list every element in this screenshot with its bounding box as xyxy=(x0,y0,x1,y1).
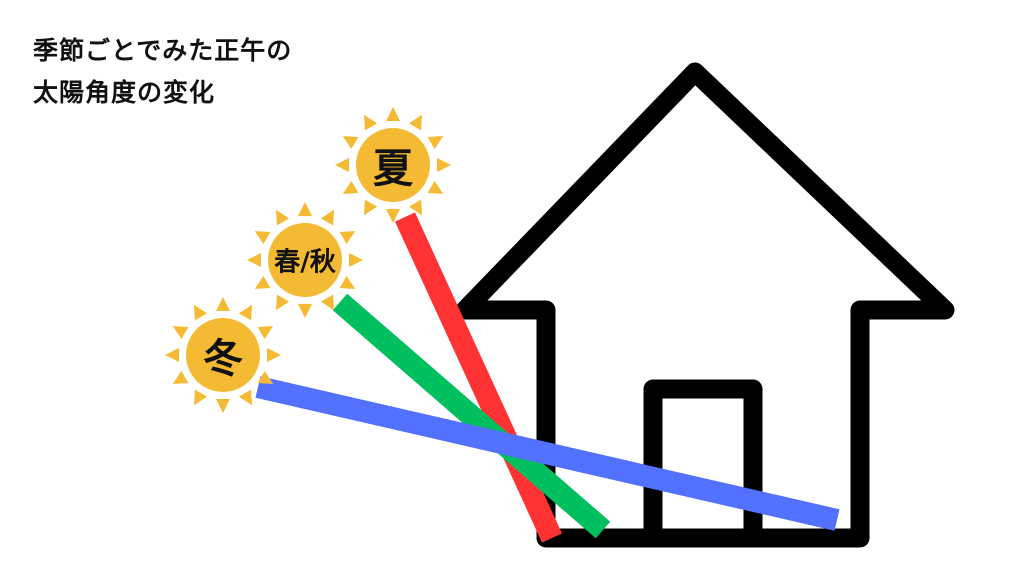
sun-icon-summer xyxy=(335,107,451,223)
sun-rays xyxy=(255,212,840,543)
sun-ray-triangle xyxy=(320,209,334,226)
sun-disc xyxy=(186,318,260,392)
sun-ray-triangle xyxy=(386,209,400,223)
sun-ray-triangle xyxy=(339,275,356,289)
sun-ray-triangle xyxy=(298,304,312,318)
sun-ray-triangle xyxy=(194,389,208,406)
sun-ray-triangle xyxy=(364,114,378,131)
sun-ray-triangle xyxy=(427,180,444,194)
sun-ray-triangle xyxy=(172,326,189,340)
sun-ray-triangle xyxy=(238,389,252,406)
sun-ray-triangle xyxy=(238,304,252,321)
sun-ray-triangle xyxy=(349,253,363,267)
suns-group xyxy=(165,107,451,413)
sun-ray-triangle xyxy=(427,136,444,150)
sun-ray-triangle xyxy=(257,370,274,384)
sun-ray-triangle xyxy=(216,297,230,311)
sun-ray-triangle xyxy=(386,107,400,121)
sun-ray-triangle xyxy=(216,399,230,413)
diagram-title: 季節ごとでみた正午の 太陽角度の変化 xyxy=(33,30,292,114)
sun-ray-triangle xyxy=(267,348,281,362)
sun-ray-triangle xyxy=(254,231,271,245)
sun-ray-triangle xyxy=(298,202,312,216)
sun-label-summer: 夏 xyxy=(373,146,413,192)
sun-ray-triangle xyxy=(165,348,179,362)
sun-ray-triangle xyxy=(342,180,359,194)
sun-label-spring-autumn: 春/秋 xyxy=(274,247,336,278)
sun-ray-triangle xyxy=(364,199,378,216)
sun-ray-triangle xyxy=(247,253,261,267)
sun-disc xyxy=(356,128,430,202)
sun-ray-triangle xyxy=(276,294,290,311)
sun-ray-triangle xyxy=(254,275,271,289)
sun-ray-triangle xyxy=(172,370,189,384)
summer-ray-line xyxy=(394,212,563,543)
sun-ray-triangle xyxy=(194,304,208,321)
house-icon xyxy=(455,62,955,548)
sun-ray-triangle xyxy=(276,209,290,226)
sun-ray-triangle xyxy=(335,158,349,172)
sun-ray-triangle xyxy=(320,294,334,311)
sun-ray-triangle xyxy=(437,158,451,172)
sun-ray-triangle xyxy=(408,199,422,216)
title-line-2: 太陽角度の変化 xyxy=(33,78,216,107)
spring-autumn-ray-line xyxy=(332,293,611,539)
sun-ray-triangle xyxy=(257,326,274,340)
sun-ray-triangle xyxy=(408,114,422,131)
sun-icon-spring-autumn xyxy=(247,202,363,318)
sun-label-winter: 冬 xyxy=(203,336,243,382)
house-door xyxy=(643,379,763,548)
house-outline xyxy=(455,62,955,548)
sun-disc xyxy=(268,223,342,297)
winter-ray-line xyxy=(255,376,840,531)
title-line-1: 季節ごとでみた正午の xyxy=(33,36,293,65)
sun-ray-triangle xyxy=(342,136,359,150)
sun-ray-triangle xyxy=(339,231,356,245)
sun-icon-winter xyxy=(165,297,281,413)
